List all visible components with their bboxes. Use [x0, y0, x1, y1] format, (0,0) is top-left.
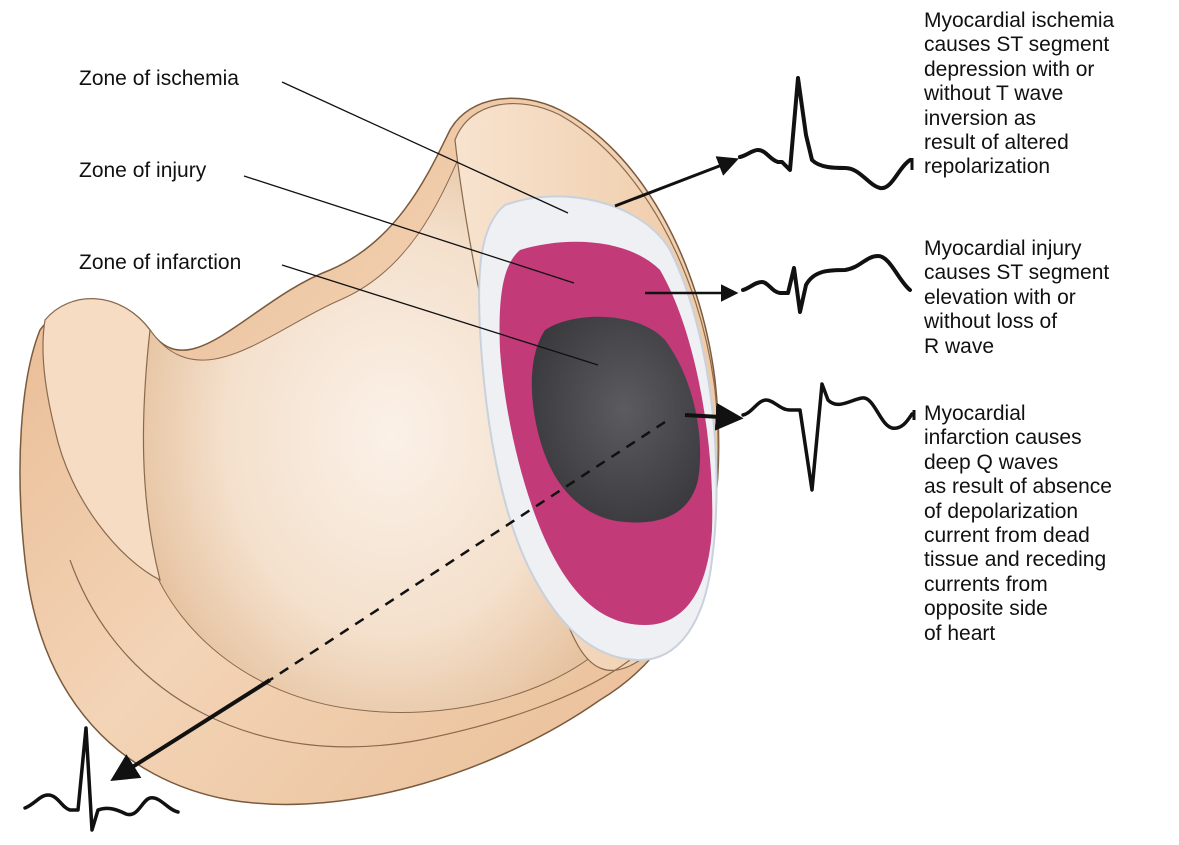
description-line: tissue and receding	[924, 548, 1112, 572]
description-line: result of altered	[924, 131, 1114, 155]
description-line: of depolarization	[924, 500, 1112, 524]
description-infarction: Myocardial infarction causes deep Q wave…	[924, 402, 1112, 646]
description-line: currents from	[924, 573, 1112, 597]
description-line: Myocardial ischemia	[924, 9, 1114, 33]
description-line: Myocardial injury	[924, 237, 1109, 261]
description-ischemia: Myocardial ischemia causes ST segment de…	[924, 9, 1114, 180]
ecg-injury-waveform	[743, 256, 910, 312]
description-line: inversion as	[924, 107, 1114, 131]
description-line: deep Q waves	[924, 451, 1112, 475]
description-line: opposite side	[924, 597, 1112, 621]
label-zone-ischemia: Zone of ischemia	[79, 68, 239, 89]
description-line: depression with or	[924, 58, 1114, 82]
description-line: causes ST segment	[924, 261, 1109, 285]
description-line: elevation with or	[924, 286, 1109, 310]
description-line: R wave	[924, 335, 1109, 359]
description-line: infarction causes	[924, 426, 1112, 450]
label-zone-infarction: Zone of infarction	[79, 252, 241, 273]
description-line: without T wave	[924, 82, 1114, 106]
description-line: of heart	[924, 622, 1112, 646]
ecg-infarction-waveform	[743, 384, 912, 490]
label-zone-injury: Zone of injury	[79, 160, 206, 181]
description-line: repolarization	[924, 155, 1114, 179]
description-injury: Myocardial injury causes ST segment elev…	[924, 237, 1109, 359]
description-line: current from dead	[924, 524, 1112, 548]
ecg-ischemia-waveform	[740, 78, 910, 188]
description-line: causes ST segment	[924, 33, 1114, 57]
description-line: as result of absence	[924, 475, 1112, 499]
description-line: without loss of	[924, 310, 1109, 334]
description-line: Myocardial	[924, 402, 1112, 426]
